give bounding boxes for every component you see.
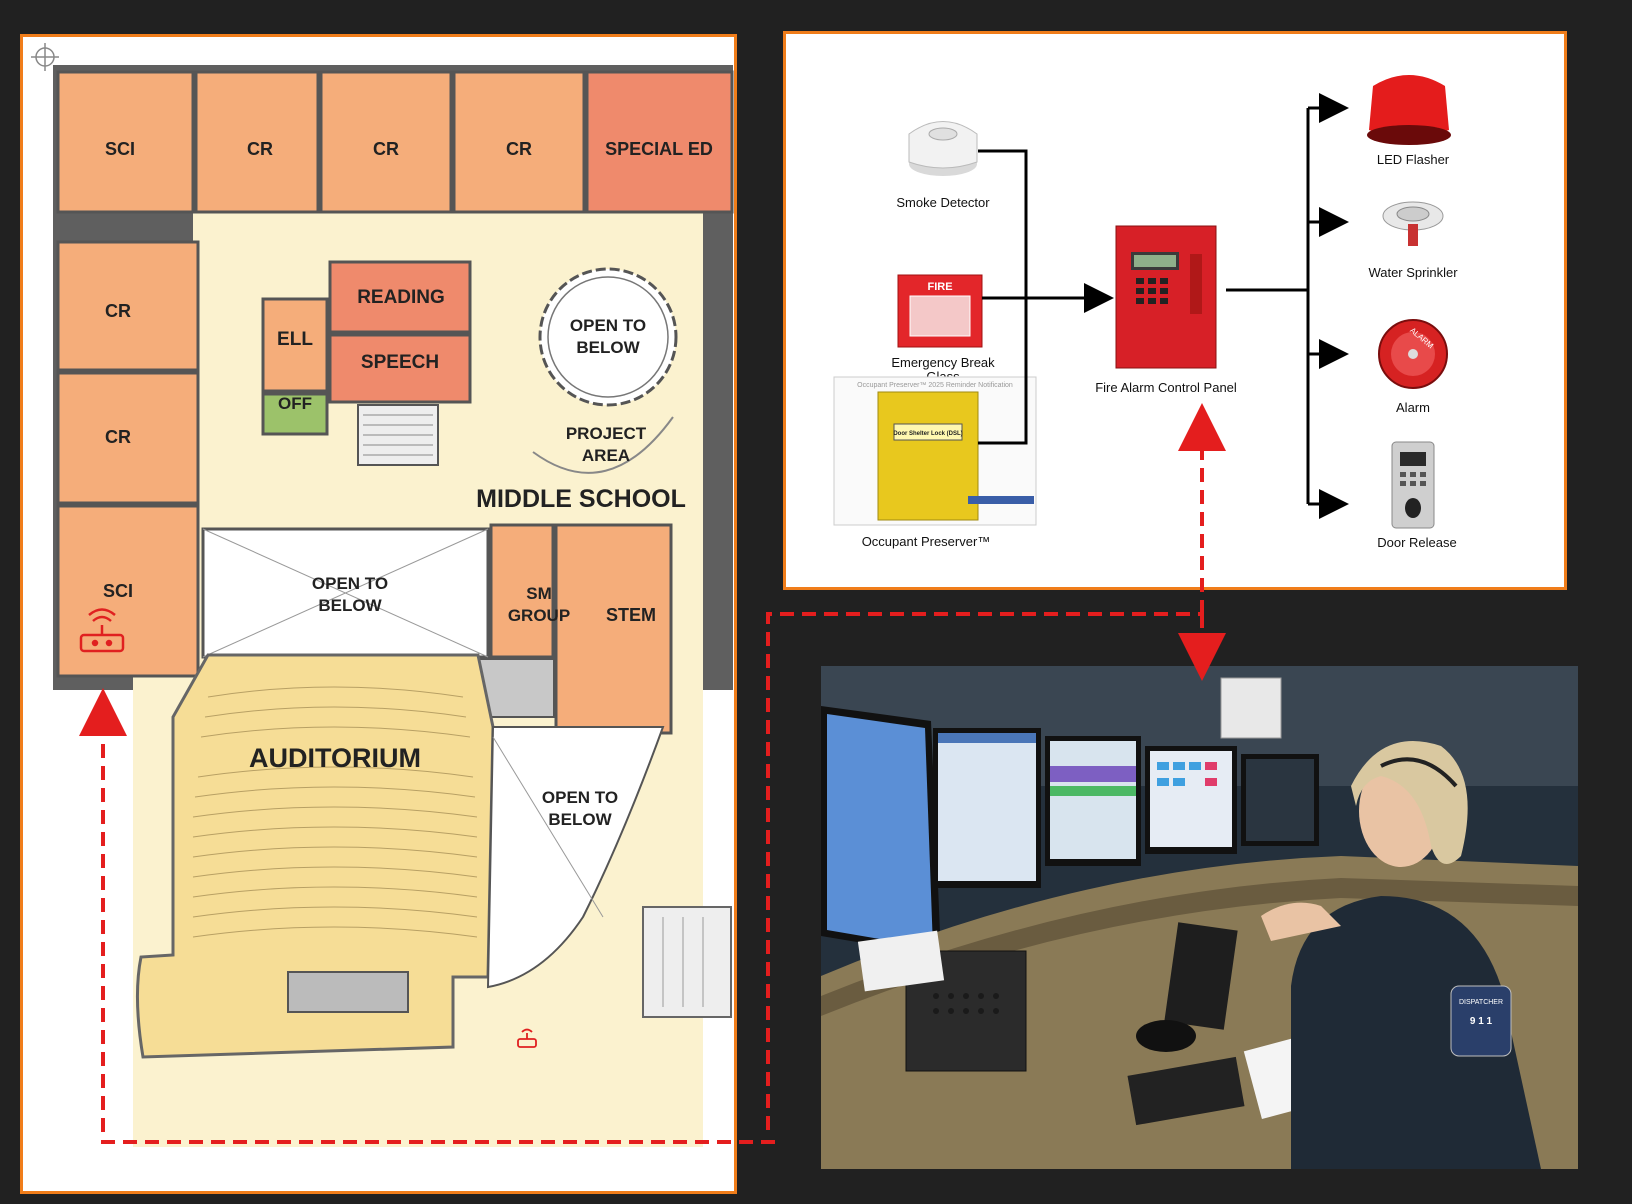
room-auditorium: AUDITORIUM (249, 743, 421, 773)
alarm-label: Alarm (1396, 400, 1430, 415)
monitor-1 (821, 706, 941, 956)
fire-alarm-diagram-panel: Smoke Detector FIRE Emergency Break Glas… (783, 31, 1567, 590)
room-cr-2: CR (373, 139, 399, 159)
monitor-4 (1145, 746, 1237, 854)
room-speech: SPEECH (361, 352, 439, 373)
occupant-preserver-caption: Occupant Preserver™ 2025 Reminder Notifi… (857, 382, 1013, 389)
floor-plan: SCI CR CR CR SPECIAL ED CR CR SCI READIN… (31, 43, 734, 1147)
door-release-icon (1391, 441, 1435, 529)
middle-school-label: MIDDLE SCHOOL (476, 485, 686, 513)
room-sci-bottom: SCI (103, 581, 133, 601)
led-flasher-icon (1367, 75, 1451, 145)
project-area-line1: PROJECT (566, 424, 647, 443)
room-special-ed: SPECIAL ED (605, 139, 713, 159)
center-open-line2: BELOW (318, 596, 382, 615)
right-open-line2: BELOW (548, 810, 612, 829)
project-area-line2: AREA (582, 446, 630, 465)
right-open-line1: OPEN TO (542, 788, 618, 807)
room-stem: STEM (606, 605, 656, 625)
monitor-5 (1241, 754, 1319, 846)
badge-text: DISPATCHER (1459, 999, 1503, 1006)
room-cr-left-2: CR (105, 427, 131, 447)
smoke-detector-label: Smoke Detector (896, 195, 990, 210)
monitor-3 (1045, 736, 1141, 866)
room-cr-1: CR (247, 139, 273, 159)
smoke-detector-icon (908, 121, 978, 176)
room-sm-line2: GROUP (508, 606, 570, 625)
door-release-label: Door Release (1377, 535, 1457, 550)
water-sprinkler-icon (1382, 201, 1444, 246)
router-icon (79, 608, 125, 653)
dispatch-center-photo: DISPATCHER 9 1 1 (821, 666, 1578, 1169)
dispatch-scene: DISPATCHER 9 1 1 (821, 666, 1578, 1169)
occupant-preserver-label: Occupant Preserver™ (862, 534, 991, 549)
circle-open-line2: BELOW (576, 338, 640, 357)
room-sci-top: SCI (105, 139, 135, 159)
room-cr-left-1: CR (105, 301, 131, 321)
break-glass-icon: FIRE (897, 274, 983, 348)
room-reading: READING (357, 287, 445, 308)
fire-sign-text: FIRE (927, 281, 952, 293)
monitor-2 (933, 728, 1041, 888)
crosshair-icon (31, 43, 59, 71)
break-glass-label-line1: Emergency Break (891, 355, 995, 370)
room-off: OFF (278, 394, 312, 413)
room-sm-line1: SM (526, 584, 552, 603)
badge-number: 9 1 1 (1470, 1016, 1493, 1027)
water-sprinkler-label: Water Sprinkler (1368, 265, 1458, 280)
floor-plan-panel: SCI CR CR CR SPECIAL ED CR CR SCI READIN… (20, 34, 737, 1194)
room-ell: ELL (277, 329, 313, 350)
led-flasher-label: LED Flasher (1377, 152, 1450, 167)
dispatcher-person: DISPATCHER 9 1 1 (1261, 741, 1541, 1169)
center-open-line1: OPEN TO (312, 574, 388, 593)
room-cr-3: CR (506, 139, 532, 159)
circle-open-line1: OPEN TO (570, 316, 646, 335)
preserver-tag-text: Door Shelter Lock (DSL) (893, 431, 962, 437)
occupant-preserver-image: Occupant Preserver™ 2025 Reminder Notifi… (833, 376, 1037, 526)
control-panel-label: Fire Alarm Control Panel (1095, 380, 1237, 395)
alarm-bell-icon: ALARM (1378, 319, 1448, 389)
fire-alarm-diagram: Smoke Detector FIRE Emergency Break Glas… (833, 75, 1458, 550)
fire-alarm-control-panel-icon (1115, 225, 1217, 369)
